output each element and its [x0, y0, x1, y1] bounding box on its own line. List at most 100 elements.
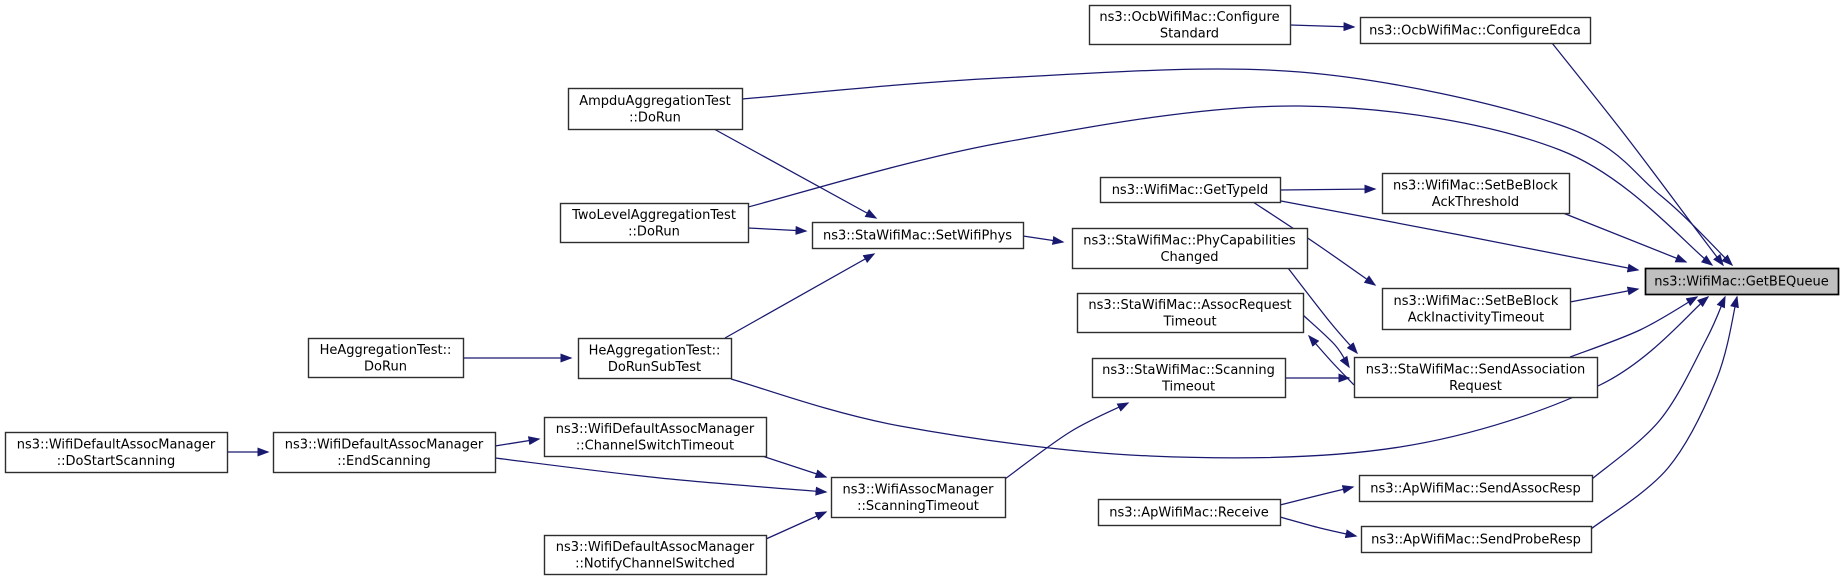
node-label: ns3::WifiAssocManager::ScanningTimeout: [843, 482, 995, 514]
node-wifidefault-assocmanager-notifychannelswitched[interactable]: ns3::WifiDefaultAssocManager::NotifyChan…: [543, 534, 768, 576]
node-label-line: ::EndScanning: [337, 454, 430, 469]
edge-sendproberesp-to-getbequeue: [1590, 295, 1739, 530]
node-label-line: ns3::ApWifiMac::SendProbeResp: [1371, 533, 1581, 548]
graph-node-box[interactable]: [1381, 287, 1572, 331]
graph-node-box[interactable]: [1097, 498, 1282, 527]
node-label-line: ::DoStartScanning: [57, 454, 175, 469]
node-label-line: ns3::WifiMac::GetTypeId: [1112, 183, 1269, 198]
edge-sendassociationrequest-to-getbequeue: [1569, 296, 1699, 358]
graph-node-box[interactable]: [1099, 176, 1282, 204]
node-label-line: ::NotifyChannelSwitched: [575, 557, 735, 572]
edge-setwifiphys-to-phycapabilitieschanged: [1022, 235, 1065, 245]
graph-node-box[interactable]: [1381, 172, 1571, 215]
graph-node-box[interactable]: [1353, 356, 1599, 399]
node-label-line: ns3::WifiMac::GetBEQueue: [1654, 275, 1829, 290]
edge-twoleveldorun-to-getbequeue: [747, 105, 1714, 266]
node-label-line: ns3::StaWifiMac::PhyCapabilities: [1083, 233, 1296, 248]
node-label: ns3::WifiDefaultAssocManager::ChannelSwi…: [556, 422, 755, 454]
edge-notifychannelswitched-to-assocmgrscanningtimeout: [765, 511, 828, 540]
edge-phycapabilitieschanged-to-sendassociationrequest: [1287, 267, 1358, 355]
node-wifidefault-assocmanager-dostartscanning[interactable]: ns3::WifiDefaultAssocManager::DoStartSca…: [4, 431, 229, 474]
node-label-line: Timeout: [1162, 314, 1216, 329]
node-ap-wifimac-receive[interactable]: ns3::ApWifiMac::Receive: [1097, 498, 1282, 527]
graph-node-box[interactable]: [559, 202, 750, 244]
edge-dorunsubtest-to-getbequeue: [730, 296, 1710, 459]
node-label-line: AmpduAggregationTest: [579, 94, 730, 109]
node-label: ns3::WifiMac::GetBEQueue: [1654, 275, 1829, 290]
node-label-line: HeAggregationTest::: [320, 343, 452, 358]
node-label-line: ns3::StaWifiMac::SetWifiPhys: [823, 229, 1012, 244]
node-ampdu-aggregation-test-dorun[interactable]: AmpduAggregationTest::DoRun: [567, 87, 744, 131]
node-label-line: ns3::WifiDefaultAssocManager: [17, 437, 216, 452]
graph-node-box[interactable]: [1088, 4, 1292, 46]
node-label: ns3::StaWifiMac::SetWifiPhys: [823, 229, 1012, 244]
graph-node-box[interactable]: [307, 337, 465, 379]
node-label-line: TwoLevelAggregationTest: [571, 208, 736, 223]
edge-ampdudorun-to-setwifiphys: [713, 128, 878, 219]
graph-node-box[interactable]: [830, 476, 1007, 519]
edge-endscanning-to-assocmgrscanningtimeout: [494, 457, 828, 496]
node-label-line: DoRun: [364, 359, 407, 374]
node-ocb-configure-edca[interactable]: ns3::OcbWifiMac::ConfigureEdca: [1359, 16, 1592, 45]
edge-apreceive-to-sendproberesp: [1279, 516, 1358, 539]
node-label-line: Changed: [1160, 250, 1218, 265]
graph-node-box[interactable]: [1071, 227, 1309, 270]
node-wifidefault-assocmanager-endscanning[interactable]: ns3::WifiDefaultAssocManager::EndScannin…: [272, 431, 497, 474]
node-wifimac-gettypeid[interactable]: ns3::WifiMac::GetTypeId: [1099, 176, 1282, 204]
node-label-line: ::ChannelSwitchTimeout: [576, 438, 734, 453]
edge-twoleveldorun-to-setwifiphys: [747, 225, 808, 235]
graph-node-box[interactable]: [4, 431, 229, 474]
node-label-line: ns3::OcbWifiMac::Configure: [1099, 10, 1279, 25]
edge-sendassocresp-to-getbequeue: [1591, 295, 1726, 480]
graph-node-box[interactable]: [811, 221, 1025, 250]
graph-node-box[interactable]: [543, 416, 768, 458]
node-label-line: ns3::StaWifiMac::Scanning: [1102, 363, 1275, 378]
node-label: ns3::ApWifiMac::SendProbeResp: [1371, 533, 1581, 548]
graph-node-box[interactable]: [543, 534, 768, 576]
edge-configureedca-to-getbequeue: [1551, 42, 1724, 267]
node-he-aggregation-test-dorun[interactable]: HeAggregationTest::DoRun: [307, 337, 465, 379]
graph-node-box[interactable]: [577, 337, 733, 380]
node-label-line: ns3::WifiDefaultAssocManager: [556, 422, 755, 437]
node-label-line: ns3::WifiAssocManager: [843, 482, 995, 497]
node-label-line: DoRunSubTest: [608, 360, 701, 375]
node-label-line: ns3::WifiDefaultAssocManager: [285, 437, 484, 452]
node-wifi-assocmanager-scanningtimeout[interactable]: ns3::WifiAssocManager::ScanningTimeout: [830, 476, 1007, 519]
graph-node-box[interactable]: [272, 431, 497, 474]
node-twolevel-aggregation-test-dorun[interactable]: TwoLevelAggregationTest::DoRun: [559, 202, 750, 244]
node-label: ns3::WifiDefaultAssocManager::DoStartSca…: [17, 437, 216, 469]
node-label-line: ::ScanningTimeout: [857, 499, 979, 514]
graph-node-box[interactable]: [1360, 525, 1593, 554]
edge-gettypeid-to-getbequeue: [1280, 200, 1640, 273]
node-label-line: ns3::WifiDefaultAssocManager: [556, 540, 755, 555]
graph-node-box[interactable]: [1359, 16, 1592, 45]
node-sta-wifimac-setwifiphys[interactable]: ns3::StaWifiMac::SetWifiPhys: [811, 221, 1025, 250]
node-wifimac-getbequeue[interactable]: ns3::WifiMac::GetBEQueue: [1644, 267, 1840, 296]
node-ap-wifimac-sendassocresp[interactable]: ns3::ApWifiMac::SendAssocResp: [1358, 474, 1594, 503]
node-wifidefault-assocmanager-channelswitchtimeout[interactable]: ns3::WifiDefaultAssocManager::ChannelSwi…: [543, 416, 768, 458]
node-ap-wifimac-sendproberesp[interactable]: ns3::ApWifiMac::SendProbeResp: [1360, 525, 1593, 554]
graph-node-box[interactable]: [1358, 474, 1594, 503]
edge-gettypeid-to-ackinactivitytimeout: [1252, 201, 1377, 286]
node-label: ns3::ApWifiMac::Receive: [1109, 506, 1269, 521]
node-he-aggregation-test-dorunsubtest[interactable]: HeAggregationTest::DoRunSubTest: [577, 337, 733, 380]
graph-node-box[interactable]: [567, 87, 744, 131]
node-label: HeAggregationTest::DoRunSubTest: [589, 343, 721, 375]
graph-node-box-highlighted[interactable]: [1644, 267, 1840, 296]
edge-ackinactivitytimeout-to-getbequeue: [1569, 286, 1640, 303]
graph-node-box[interactable]: [1076, 292, 1305, 334]
edge-ampdudorun-to-getbequeue: [741, 68, 1734, 267]
edge-assocmgrscanningtimeout-to-stascanningtimeout: [1004, 402, 1130, 480]
graph-node-box[interactable]: [1091, 357, 1287, 399]
